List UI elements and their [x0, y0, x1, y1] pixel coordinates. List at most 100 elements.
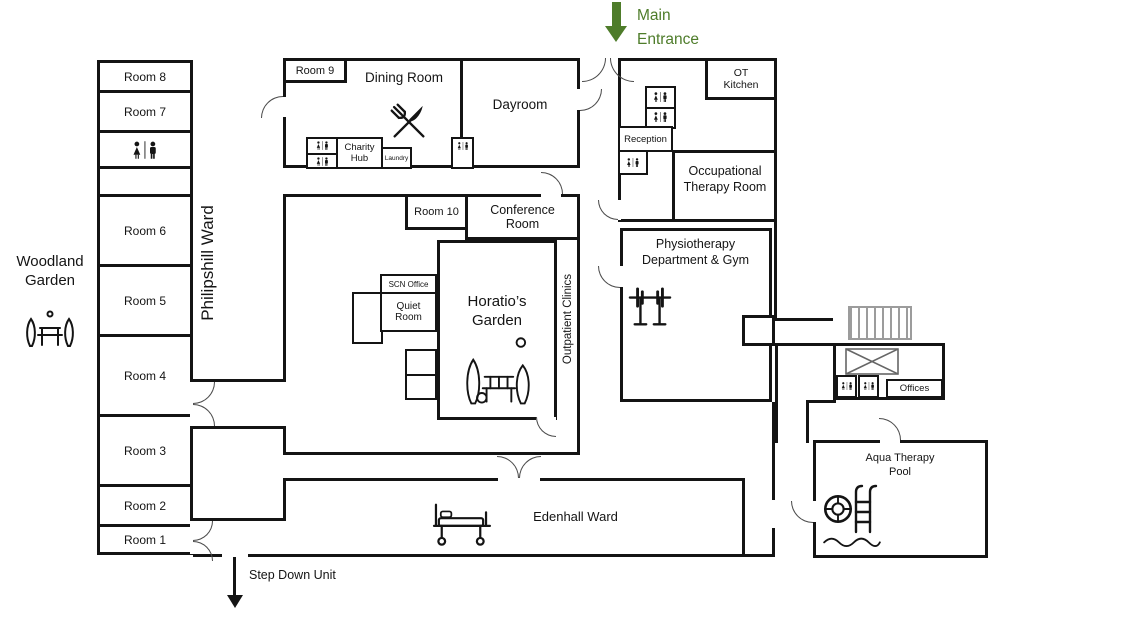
scn-office-label: SCN Office: [388, 280, 429, 289]
room-label: Room 5: [123, 293, 167, 308]
dining-room-label: Dining Room: [364, 70, 444, 85]
wall-segment: [248, 554, 283, 557]
unlabeled-room: [742, 315, 775, 346]
restroom-icon: [456, 142, 470, 150]
door-arc: [497, 456, 519, 478]
door-arc: [879, 418, 901, 440]
fork-knife-icon: [382, 92, 436, 152]
dining-toilets: [306, 137, 339, 169]
dayroom-label: Dayroom: [492, 97, 548, 112]
edenhall-ward: [283, 478, 745, 557]
ot-kitchen-label: OT Kitchen: [723, 67, 759, 91]
ot-kitchen: OT Kitchen: [705, 58, 777, 100]
offices-label: Offices: [899, 383, 930, 394]
step-down-unit-label: Step Down Unit: [249, 568, 336, 582]
charity-hub: Charity Hub: [336, 137, 383, 169]
ward-room: Room 2: [97, 484, 193, 527]
wall-opening: [541, 194, 561, 197]
room-10: Room 10: [405, 194, 468, 230]
ward-room: Room 7: [97, 90, 193, 133]
laundry: Laundry: [381, 147, 412, 169]
step-down-arrow-head: [227, 595, 243, 608]
door-arc: [610, 58, 634, 82]
wall-segment: [772, 343, 833, 346]
wall-opening: [190, 382, 193, 426]
door-arc: [193, 541, 213, 561]
conference-room-label: Conference Room: [490, 203, 555, 231]
room-label: Room 7: [123, 104, 167, 119]
door-arc: [582, 58, 606, 82]
restroom-icon: [862, 382, 876, 390]
room-9: Room 9: [283, 58, 347, 83]
wall-opening: [283, 97, 286, 117]
wall-segment: [193, 426, 283, 429]
wall-segment: [806, 400, 809, 443]
aqua-therapy-pool: [813, 440, 988, 558]
woodland-garden-label: Woodland Garden: [16, 253, 84, 289]
barbell-icon: [628, 286, 672, 332]
restroom-icon: [840, 382, 854, 390]
room-label: Room 4: [123, 368, 167, 383]
ward-room: Room 3: [97, 414, 193, 487]
room-label: Room 1: [123, 532, 167, 547]
room-label: Room 8: [123, 69, 167, 84]
door-arc: [580, 89, 602, 111]
wall-segment: [772, 318, 833, 321]
pool-ladder-icon: [850, 482, 880, 536]
wall-opening: [620, 266, 623, 287]
reception-label: Reception: [624, 133, 667, 145]
step-down-arrow-icon: [233, 557, 236, 597]
room-label: Room 6: [123, 223, 167, 238]
wall-segment: [774, 219, 777, 321]
wall-opening: [190, 521, 193, 554]
dayroom-toilet: [451, 137, 474, 169]
ward-room: Room 5: [97, 264, 193, 337]
room-label: Room 9: [295, 64, 335, 77]
door-arc: [193, 521, 213, 541]
office-toilet: [836, 375, 857, 398]
table-icon: [845, 348, 899, 375]
quiet-room-label: Quiet Room: [395, 301, 422, 323]
wall-opening: [618, 200, 621, 220]
garden-bench-icon: [458, 333, 538, 413]
ward-room: Room 4: [97, 334, 193, 417]
ward-room: Room 1: [97, 524, 193, 555]
wall-segment: [772, 528, 775, 557]
unlabeled-room: [405, 349, 437, 376]
lobby-toilet-small: [618, 150, 648, 175]
wall-segment: [647, 107, 674, 109]
conference-room: Conference Room: [465, 194, 580, 240]
occupational-therapy-room: [672, 150, 777, 222]
room-label: Room 3: [123, 443, 167, 458]
physiotherapy-label: Physiotherapy Department & Gym: [642, 237, 749, 267]
restroom-icon: [315, 157, 330, 166]
door-arc: [261, 96, 283, 118]
room-label: Room 2: [123, 498, 167, 513]
lobby-toilets: [645, 86, 676, 129]
ward-room: Room 8: [97, 60, 193, 93]
horatios-garden: [437, 240, 557, 420]
charity-hub-label: Charity Hub: [344, 142, 375, 164]
wall-opening: [283, 382, 286, 426]
ward-room: Room 6: [97, 194, 193, 267]
wall-segment: [806, 400, 836, 403]
room-label: Room 10: [414, 206, 459, 218]
lifebuoy-icon: [822, 493, 854, 525]
restroom-icon: [652, 92, 669, 102]
restroom-icon: [100, 133, 190, 166]
main-entrance-label: Main Entrance: [637, 7, 700, 49]
waves-icon: [822, 534, 882, 547]
unlabeled-room: [405, 374, 437, 400]
reception: Reception: [618, 126, 673, 152]
wall-opening: [880, 440, 900, 443]
wall-opening: [577, 89, 580, 110]
hospital-bed-icon: [430, 497, 492, 549]
offices: Offices: [886, 379, 943, 398]
outpatient-clinics-label: Outpatient Clinics: [562, 273, 574, 365]
wall-segment: [308, 153, 337, 155]
wall-segment: [193, 518, 283, 521]
restroom-icon: [652, 112, 669, 122]
door-arc: [519, 456, 541, 478]
unlabeled-room: [97, 166, 193, 197]
